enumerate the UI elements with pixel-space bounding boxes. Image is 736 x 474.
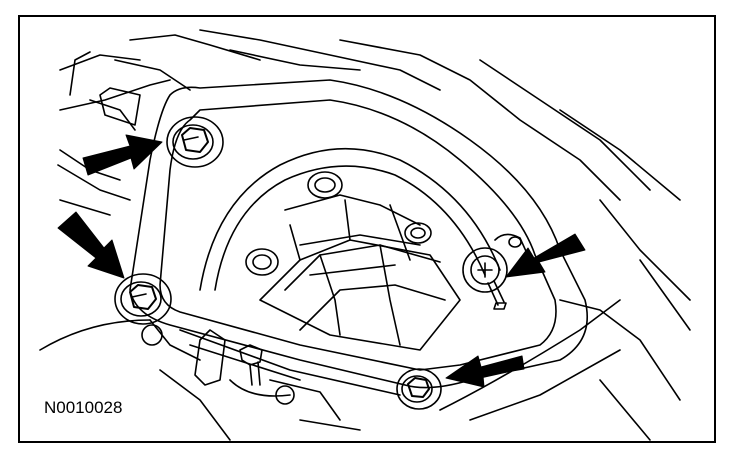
background-engine-lines bbox=[57, 29, 691, 331]
arrow-lower-right bbox=[445, 355, 525, 388]
illustration-frame bbox=[18, 15, 716, 443]
figure-id-label: N0010028 bbox=[44, 398, 123, 417]
arrow-lower-left bbox=[57, 211, 125, 279]
lower-left-bolt bbox=[114, 273, 172, 325]
lower-engine-details bbox=[39, 299, 681, 441]
arrow-right-stud bbox=[505, 233, 586, 278]
right-stud-nut bbox=[462, 247, 508, 310]
cover-bosses bbox=[245, 171, 531, 276]
arrow-upper-left bbox=[82, 134, 163, 176]
upper-left-bolt bbox=[166, 116, 224, 168]
lower-right-bolt bbox=[396, 368, 442, 410]
